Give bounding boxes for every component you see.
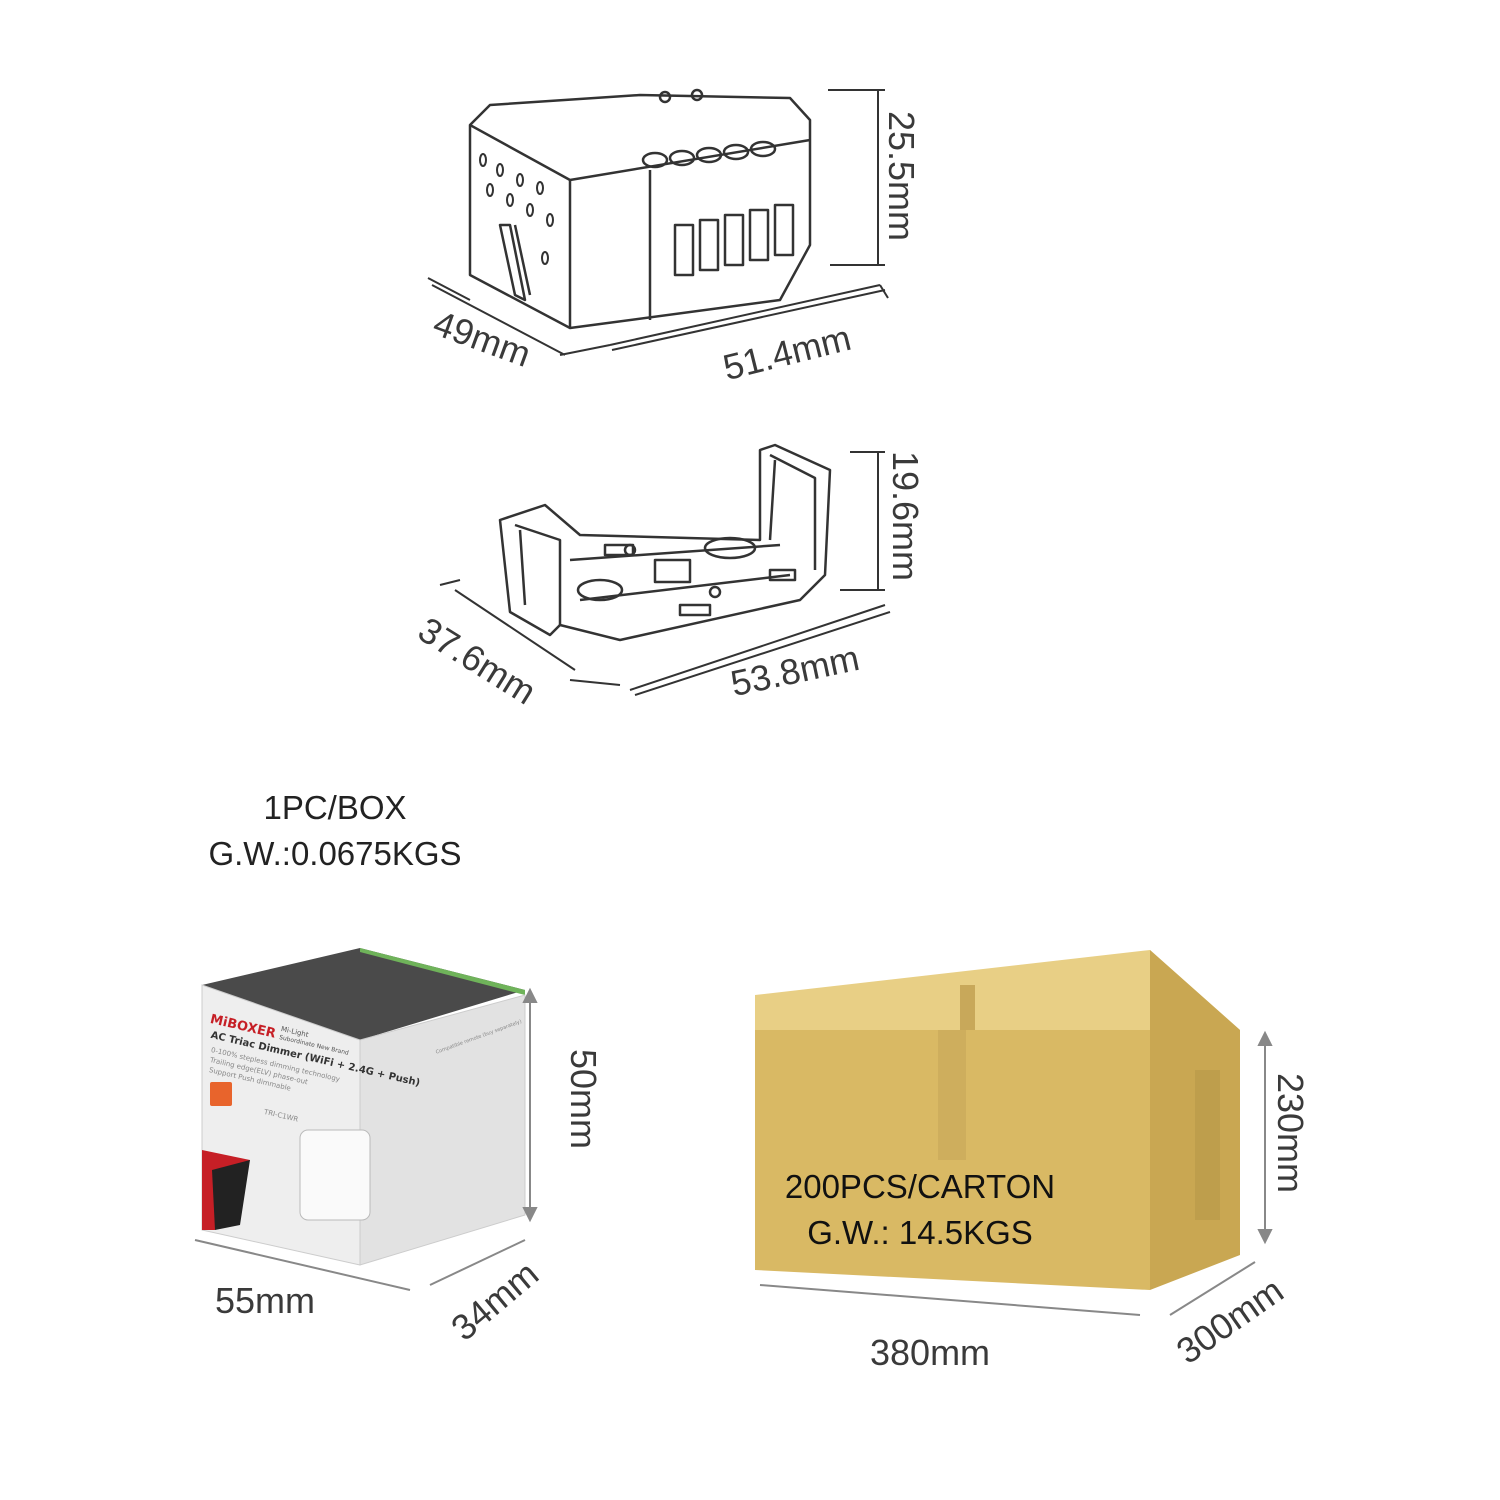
device-drawing	[468, 88, 812, 330]
single-box-gross-weight: G.W.:0.0675KGS	[208, 835, 462, 872]
carton-height-label: 230mm	[1270, 1072, 1312, 1194]
bracket-height-label: 19.6mm	[885, 450, 927, 582]
bracket-dimension-lines	[439, 451, 891, 696]
carton-width-label: 380mm	[870, 1332, 991, 1373]
retail-box-image	[201, 948, 526, 1266]
carton-packing-info: 200PCS/CARTON G.W.: 14.5KGS	[770, 1164, 1070, 1256]
retail-box-dimension-lines	[194, 987, 538, 1291]
carton-image	[755, 950, 1240, 1290]
bracket-drawing	[498, 443, 832, 642]
single-box-height-label: 50mm	[563, 1048, 605, 1150]
carton-dimension-lines	[759, 1030, 1273, 1316]
carton-packing: 200PCS/CARTON	[784, 1168, 1056, 1205]
single-box-width-label: 55mm	[215, 1280, 316, 1321]
device-height-label: 25.5mm	[881, 110, 923, 242]
device-dimension-lines	[427, 89, 889, 356]
carton-gross-weight: G.W.: 14.5KGS	[807, 1214, 1033, 1251]
single-box-packing-info: 1PC/BOX G.W.:0.0675KGS	[200, 785, 470, 877]
single-box-packing: 1PC/BOX	[263, 789, 407, 826]
